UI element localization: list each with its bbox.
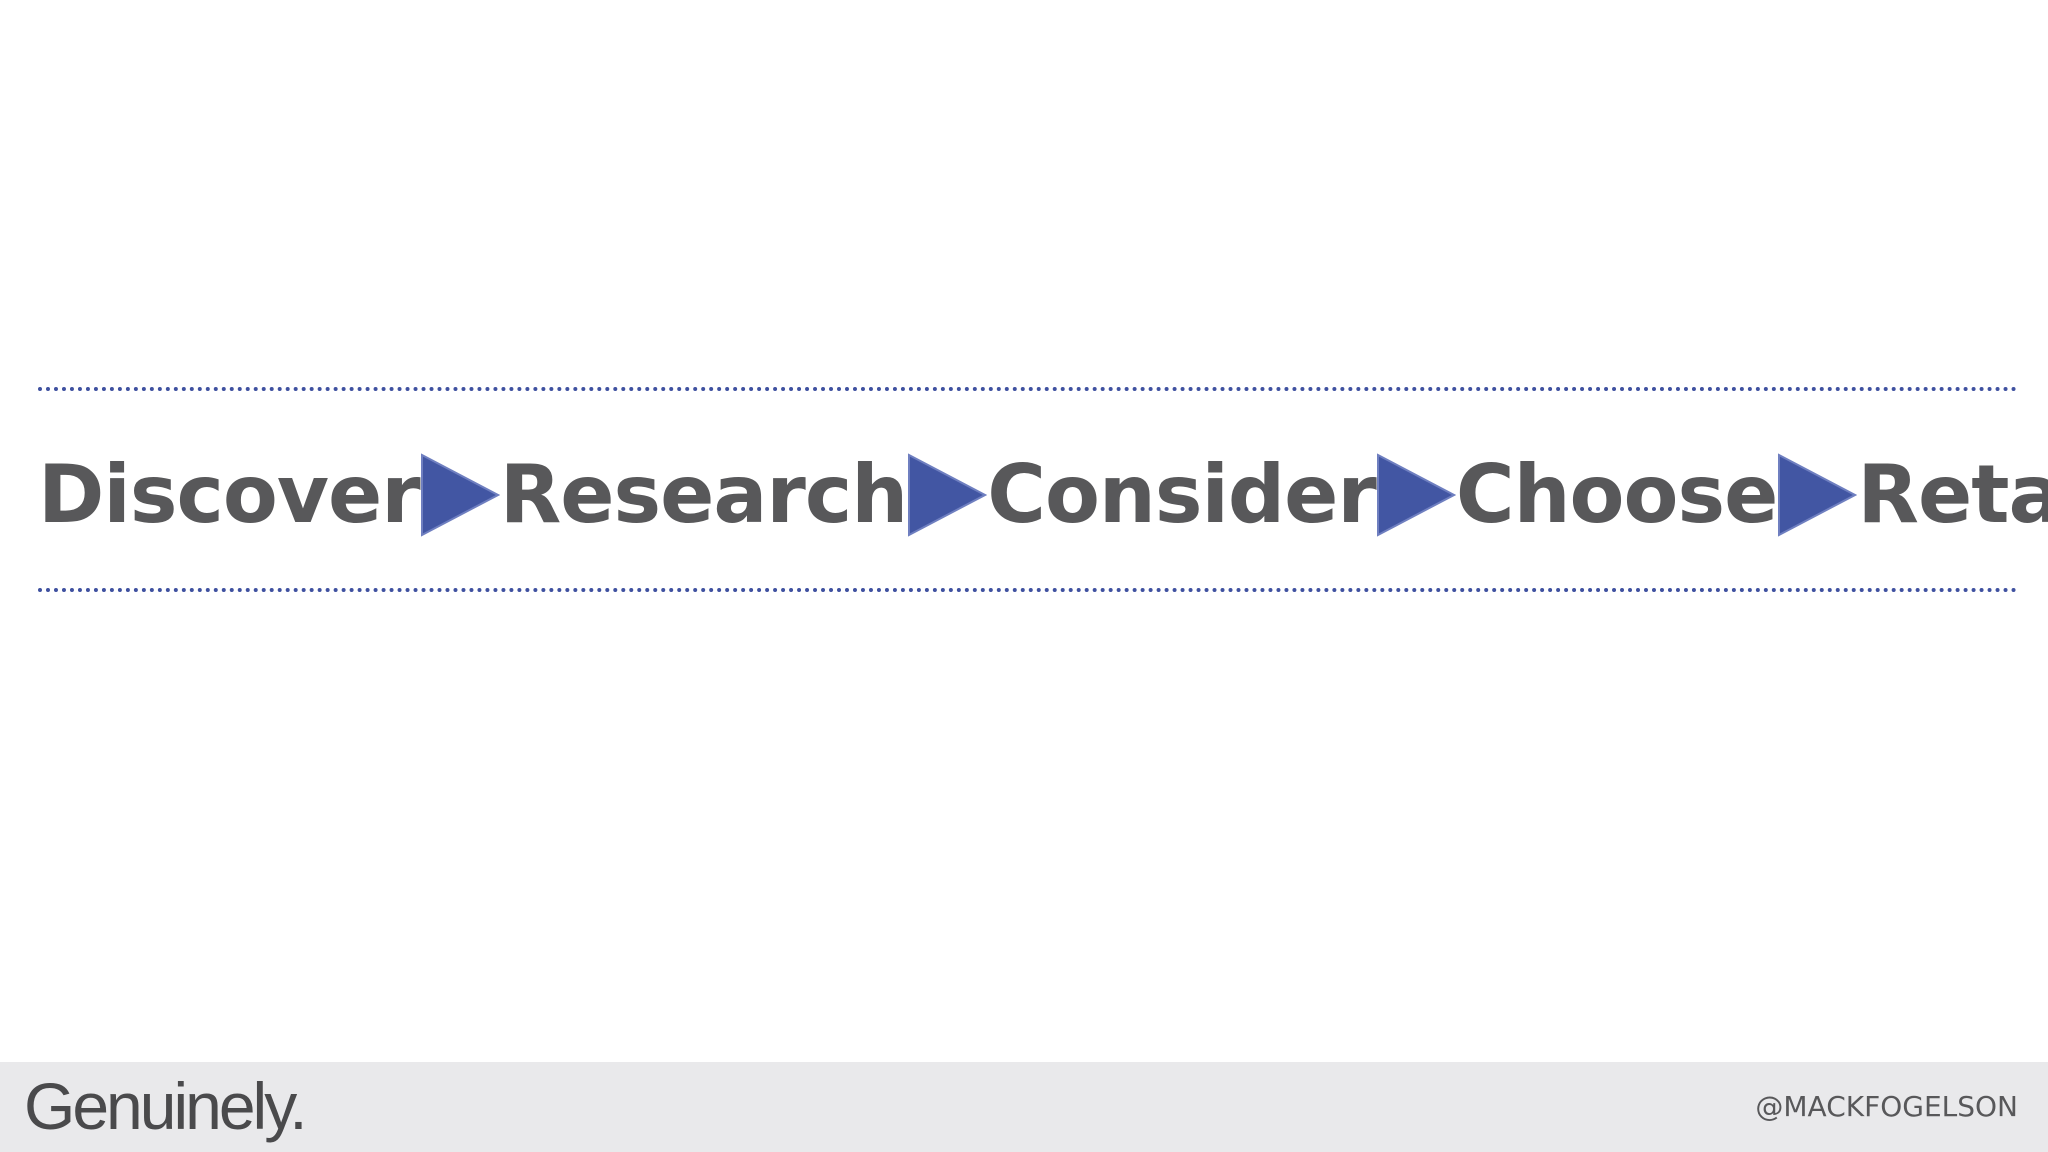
dotted-divider-bottom bbox=[38, 588, 2018, 592]
play-triangle-icon bbox=[1376, 453, 1456, 537]
footer-bar: Genuinely. @MACKFOGELSON bbox=[0, 1062, 2048, 1152]
step-discover: Discover bbox=[38, 448, 421, 541]
step-choose: Choose bbox=[1455, 448, 1778, 541]
play-triangle-icon bbox=[1777, 453, 1858, 537]
step-retain: Retain bbox=[1857, 448, 2048, 541]
dotted-divider-top bbox=[38, 387, 2018, 391]
play-triangle-icon bbox=[907, 453, 988, 537]
twitter-handle: @MACKFOGELSON bbox=[1755, 1090, 2018, 1123]
play-triangle-icon bbox=[420, 453, 500, 537]
customer-journey-flow: Discover Research Consider Choose Retain bbox=[38, 440, 2048, 550]
step-consider: Consider bbox=[987, 448, 1377, 541]
step-research: Research bbox=[499, 448, 909, 541]
brand-logo: Genuinely. bbox=[24, 1069, 308, 1143]
